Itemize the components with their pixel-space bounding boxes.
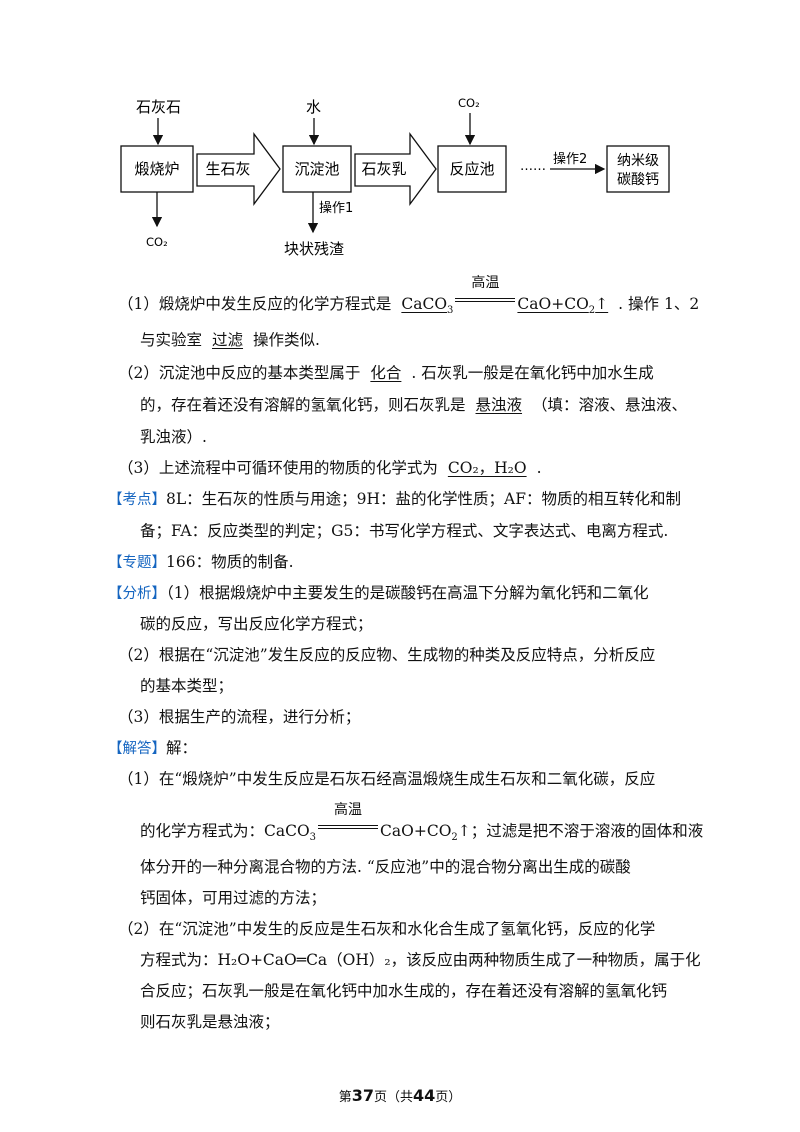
jieda-line-3: 体分开的一种分离混合物的方法. “反应池”中的混合物分离出生成的碳酸	[140, 858, 631, 876]
jieda-line-8: 则石灰乳是悬浊液；	[140, 1013, 280, 1031]
page-number: 37	[351, 1086, 374, 1105]
page-total: 44	[413, 1086, 436, 1105]
zhuanti-line: 【专题】166：物质的制备.	[108, 553, 294, 571]
q2-line-3: 乳浊液）.	[140, 428, 207, 446]
fenxi-tag: 【分析】	[108, 586, 166, 602]
fenxi-line-4: 的基本类型；	[140, 677, 234, 695]
jieda-line-7: 合反应；石灰乳一般是在氧化钙中加水生成的，存在着还没有溶解的氢氧化钙	[140, 982, 668, 1000]
output-co2-label: CO₂	[146, 235, 168, 249]
fenxi-line-5: （3）根据生产的流程，进行分析；	[118, 708, 361, 726]
q2-answer-type: 化合	[370, 364, 402, 382]
fenxi-line-2: 碳的反应，写出反应化学方程式；	[140, 615, 373, 633]
input-water-label: 水	[306, 98, 321, 116]
q2-line-1: （2）沉淀池中反应的基本类型属于化合. 石灰乳一般是在氧化钙中加水生成	[118, 364, 654, 382]
condition-high-temp-2: 高温	[316, 802, 380, 836]
q2-line-2: 的，存在着还没有溶解的氢氧化钙，则石灰乳是悬浊液（填：溶液、悬浊液、	[140, 396, 688, 414]
product-label-1: 纳米级	[617, 153, 659, 169]
process-flow-diagram: 石灰石 水 CO₂ 煅烧炉 生石灰 沉淀池 石灰乳 反应池 …… 操作2 纳米级…	[120, 96, 670, 258]
arrow-limemilk-label: 石灰乳	[361, 160, 406, 178]
input-limestone-label: 石灰石	[136, 98, 181, 116]
jieda-line-4: 钙固体，可用过滤的方法；	[140, 889, 327, 907]
op2-label: 操作2	[553, 151, 587, 167]
zhuanti-tag: 【专题】	[108, 555, 166, 571]
arrow-quicklime-shape	[196, 132, 281, 206]
kaodian-line-2: 备；FA：反应类型的判定；G5：书写化学方程式、文字表达式、电离方程式.	[140, 522, 669, 540]
jieda-line-1: （1）在“煅烧炉”中发生反应是石灰石经高温煅烧生成生石灰和二氧化碳，反应	[118, 770, 656, 788]
reaction-label: 反应池	[449, 160, 494, 178]
q1-answer-filter: 过滤	[212, 331, 244, 349]
condition-high-temp: 高温	[453, 275, 517, 309]
fenxi-line-3: （2）根据在“沉淀池”发生反应的反应物、生成物的种类及反应特点，分析反应	[118, 646, 656, 664]
product-label-2: 碳酸钙	[617, 172, 659, 188]
residue-label: 块状残渣	[284, 240, 344, 258]
page-footer: 第37页（共44页）	[338, 1086, 462, 1105]
kiln-label: 煅烧炉	[134, 160, 179, 178]
reaction-box	[437, 145, 507, 193]
q1-suffix: . 操作 1、2	[618, 295, 700, 313]
q2-answer-suspension: 悬浊液	[475, 396, 523, 414]
q1-prefix: （1）煅烧炉中发生反应的化学方程式是	[118, 295, 392, 313]
product-box	[606, 145, 670, 193]
kaodian-tag: 【考点】	[108, 492, 166, 508]
arrow-limemilk-shape	[354, 132, 437, 206]
ellipsis: ……	[520, 159, 546, 174]
jieda-line-tag: 【解答】解：	[108, 739, 198, 757]
input-co2-label: CO₂	[458, 96, 480, 110]
jieda-line-5: （2）在“沉淀池”中发生的反应是生石灰和水化合生成了氢氧化钙，反应的化学	[118, 920, 656, 938]
op1-label: 操作1	[319, 200, 353, 216]
settling-box	[282, 145, 352, 193]
arrow-quicklime-label: 生石灰	[205, 160, 250, 178]
q1-line-2: 与实验室过滤操作类似.	[140, 331, 320, 349]
fenxi-line-1: 【分析】（1）根据煅烧炉中主要发生的是碳酸钙在高温下分解为氧化钙和二氧化	[108, 584, 649, 602]
kaodian-line-1: 【考点】8L：生石灰的性质与用途；9H：盐的化学性质；AF：物质的相互转化和制	[108, 490, 681, 508]
q3-answer: CO₂，H₂O	[447, 459, 527, 477]
settling-label: 沉淀池	[294, 160, 339, 178]
jieda-line-6: 方程式为：H₂O+CaO═Ca（OH）₂，该反应由两种物质生成了一种物质，属于化	[140, 951, 701, 969]
kiln-box	[120, 145, 194, 193]
jieda-tag: 【解答】	[108, 741, 166, 757]
